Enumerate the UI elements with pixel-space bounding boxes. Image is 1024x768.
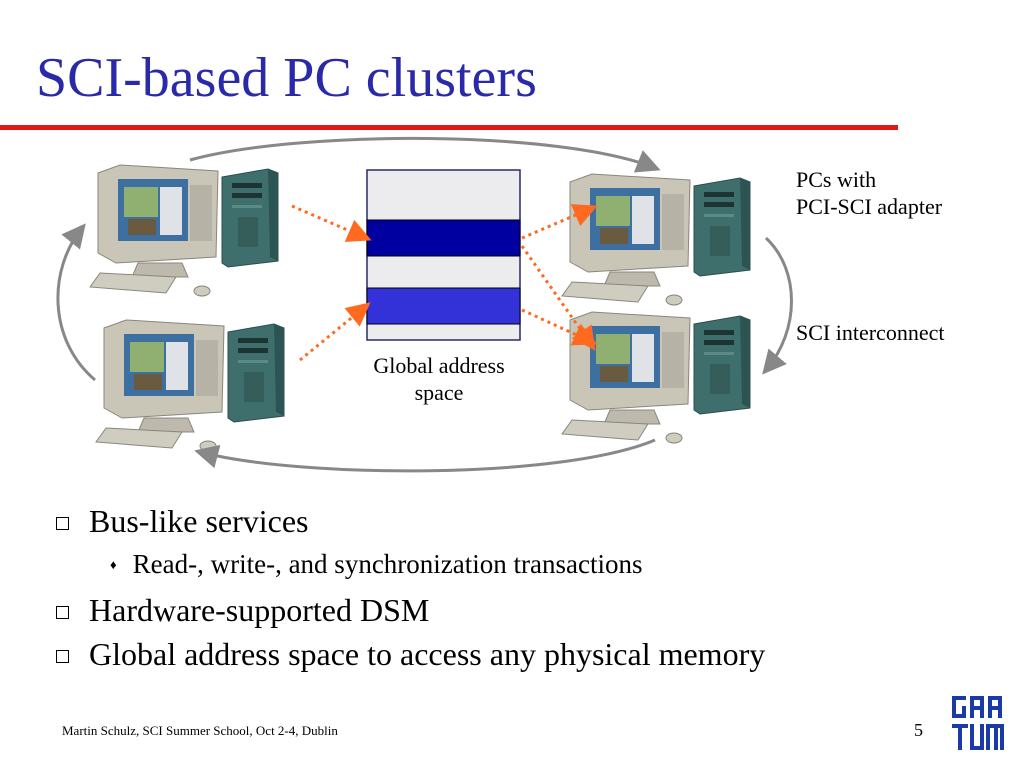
bullet-item: Bus-like services — [56, 505, 765, 537]
slide-title: SCI-based PC clusters — [36, 47, 537, 109]
mapping-arrow-5 — [521, 308, 598, 346]
checkbox-bullet-icon — [56, 516, 69, 530]
diamond-bullet-icon: ♦ — [110, 556, 117, 572]
bullet-item: Hardware-supported DSM — [56, 594, 765, 626]
page-number: 5 — [914, 720, 923, 740]
tum-logo-icon — [952, 696, 1004, 750]
bullet-list: Bus-like services ♦ Read-, write-, and s… — [56, 505, 765, 682]
pc-bottom-right — [561, 311, 751, 444]
bullet-text: Bus-like services — [89, 503, 309, 539]
mapping-arrow-2 — [299, 302, 371, 362]
ring-arrow-top — [189, 136, 661, 173]
pc-bottom-left — [95, 319, 285, 452]
bullet-text: Global address space to access any physi… — [89, 636, 766, 672]
checkbox-bullet-icon — [56, 649, 69, 663]
title-underline — [0, 125, 898, 130]
cluster-diagram — [56, 136, 793, 473]
pcs-label-line2: PCI-SCI adapter — [796, 194, 943, 219]
mapping-arrow-3 — [521, 204, 598, 240]
slide-footer: Martin Schulz, SCI Summer School, Oct 2-… — [62, 723, 338, 738]
global-address-label: Global address space — [350, 352, 528, 406]
global-address-label-line1: Global address — [373, 353, 505, 378]
memory-segment-2 — [366, 287, 521, 325]
global-address-label-line2: space — [414, 380, 464, 405]
pc-top-right — [561, 173, 751, 306]
memory-segment-1 — [366, 219, 521, 257]
pcs-label: PCs with PCI-SCI adapter — [796, 166, 942, 220]
interconnect-label: SCI interconnect — [796, 320, 945, 345]
bullet-item: Global address space to access any physi… — [56, 638, 765, 670]
ring-arrow-bottom — [194, 438, 656, 473]
sub-bullet-text: Read-, write-, and synchronization trans… — [132, 549, 643, 579]
checkbox-bullet-icon — [56, 605, 69, 619]
mapping-arrow-1 — [291, 204, 372, 242]
pc-top-left — [89, 164, 279, 297]
sub-bullet-item: ♦ Read-, write-, and synchronization tra… — [110, 549, 765, 580]
ring-arrow-right — [762, 236, 793, 375]
pcs-label-line1: PCs with — [796, 167, 877, 192]
bullet-text: Hardware-supported DSM — [89, 592, 430, 628]
global-address-space-bar — [366, 169, 521, 341]
ring-arrow-left — [56, 223, 96, 382]
